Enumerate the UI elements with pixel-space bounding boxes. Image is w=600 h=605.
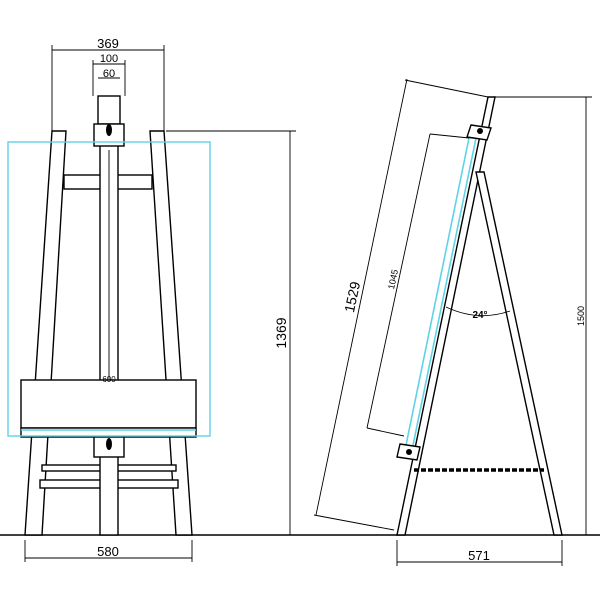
dim-1045-line [366, 133, 431, 429]
front-canvas-outline [7, 141, 211, 437]
dim-height-label: 1369 [273, 317, 289, 348]
side-back-leg [475, 171, 563, 536]
dim-canvas-width-label: 600 [102, 375, 116, 384]
dim-1529-line [315, 78, 408, 516]
side-view: 1529 1045 24° 1500 571 [313, 78, 592, 566]
dim-canvas-height-label: 1045 [386, 269, 400, 291]
bottom-clamp-knob-icon [106, 438, 112, 450]
mast-top-extension [97, 95, 121, 125]
side-front-leg [396, 96, 496, 536]
dim-mast-label: 60 [103, 68, 115, 80]
side-bottom-clamp-knob-icon [406, 449, 412, 455]
dim-1529-ext-bottom [313, 514, 395, 531]
angle-arc [445, 306, 511, 317]
dim-leg-length-label: 1529 [341, 280, 363, 314]
side-top-clamp-knob-icon [477, 128, 483, 134]
dim-mast-block-label: 100 [100, 53, 118, 65]
top-clamp-knob-icon [106, 124, 112, 136]
front-right-leg [149, 130, 193, 536]
angle-label: 24° [472, 310, 487, 321]
dim-top-width-label: 369 [97, 36, 119, 51]
dim-total-height-label: 1500 [576, 306, 586, 326]
dim-1529-ext-top [404, 79, 489, 98]
dim-1045-ext-top [429, 133, 470, 139]
dim-depth-label: 571 [468, 548, 490, 563]
dim-1045-ext-bottom [366, 427, 405, 437]
dim-base-width-label: 580 [97, 544, 119, 559]
canvas-tray-box [20, 379, 197, 429]
front-view: 369 100 60 600 580 1369 [0, 36, 600, 562]
side-canvas-outline [403, 137, 477, 456]
front-left-leg [24, 130, 67, 536]
